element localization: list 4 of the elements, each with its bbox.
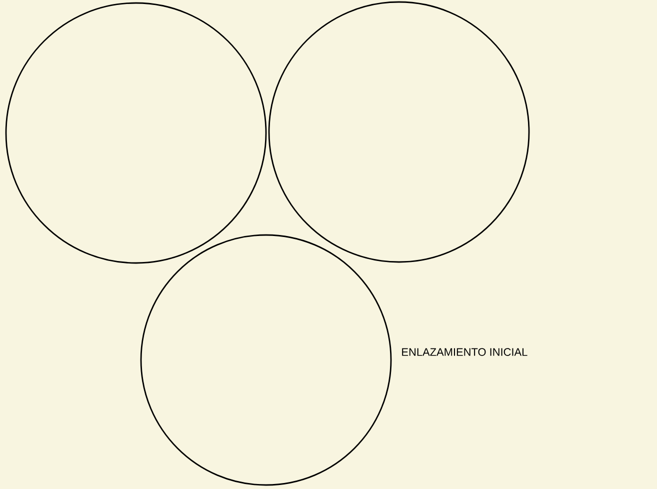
circle-outline xyxy=(140,234,392,486)
text-label: ENLAZAMIENTO INICIAL xyxy=(402,348,528,356)
circle-outline xyxy=(268,1,530,263)
circle-outline xyxy=(5,2,267,264)
